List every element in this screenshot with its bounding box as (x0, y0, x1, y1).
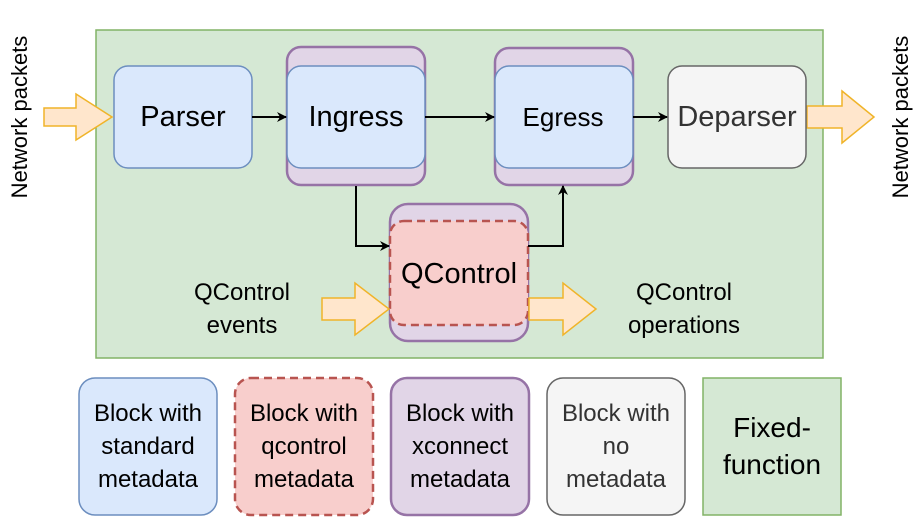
legend-standard-box (78, 377, 218, 516)
input-packet-arrow (43, 92, 114, 142)
ingress-label: Ingress (308, 101, 403, 133)
deparser-label: Deparser (677, 101, 797, 133)
qcontrol-events-line2: events (207, 312, 278, 339)
legend: Block with standard metadata Block with … (78, 376, 842, 517)
legend-qcontrol-line2: qcontrol (261, 433, 346, 460)
ingress-to-qcontrol-arrow (355, 186, 390, 251)
input-side-label: Network packets (7, 36, 32, 199)
qcontrol-events-line1: QControl (194, 279, 290, 306)
output-packet-arrow (806, 89, 876, 145)
parser-label: Parser (140, 101, 226, 133)
legend-standard-line1: Block with (94, 400, 202, 427)
legend-none-line3: metadata (566, 466, 667, 493)
qcontrol-label: QControl (401, 258, 517, 290)
qcontrol-to-egress-arrow (528, 185, 568, 247)
qcontrol-operations-line2: operations (628, 312, 740, 339)
legend-fixed-box (702, 377, 842, 516)
qcontrol-operations-arrow (528, 281, 598, 337)
qcontrol-block (388, 219, 530, 327)
legend-fixed-line1: Fixed- (733, 412, 811, 443)
legend-standard-line3: metadata (98, 466, 199, 493)
legend-fixed-line2: function (723, 449, 821, 480)
qcontrol-events-arrow (321, 281, 391, 337)
legend-qcontrol-box (233, 376, 375, 517)
legend-xconnect-line3: metadata (410, 466, 511, 493)
egress-label: Egress (523, 102, 604, 132)
deparser-block (667, 65, 807, 169)
legend-qcontrol-line3: metadata (254, 466, 355, 493)
legend-qcontrol-line1: Block with (250, 400, 358, 427)
qcontrol-operations-line1: QControl (636, 279, 732, 306)
legend-none-line2: no (603, 433, 630, 460)
output-side-label: Network packets (888, 36, 913, 199)
legend-none-line1: Block with (562, 400, 670, 427)
legend-xconnect-line1: Block with (406, 400, 514, 427)
legend-xconnect-line2: xconnect (412, 433, 508, 460)
legend-none-box (546, 377, 686, 516)
legend-standard-line2: standard (101, 433, 194, 460)
legend-xconnect-box (389, 376, 531, 517)
